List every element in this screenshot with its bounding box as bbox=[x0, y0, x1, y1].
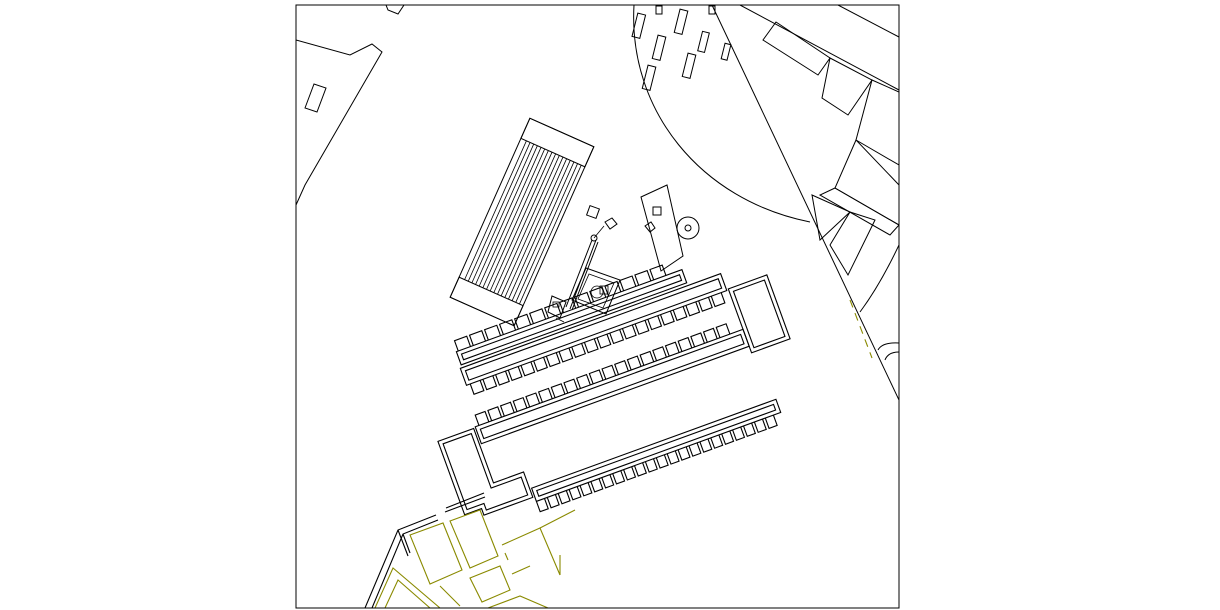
barrack-cell bbox=[512, 396, 528, 412]
barrack-cell bbox=[469, 380, 485, 395]
barrack-cell bbox=[699, 438, 713, 453]
barrack-cell bbox=[590, 478, 604, 493]
barrack-cell bbox=[499, 401, 515, 417]
barrack-cell bbox=[753, 418, 767, 434]
pavilion-building bbox=[640, 184, 684, 272]
barrack-cell bbox=[764, 414, 778, 430]
barrack-cell bbox=[666, 450, 680, 465]
barrack-cell bbox=[550, 383, 566, 398]
barrack-cell bbox=[649, 264, 667, 281]
barrack-cell bbox=[520, 361, 536, 377]
barrack-cell bbox=[583, 338, 599, 354]
barrack-cell bbox=[498, 319, 517, 335]
barrack-cell bbox=[559, 297, 577, 313]
barrack-cell bbox=[634, 320, 650, 335]
barrack-cell bbox=[698, 297, 713, 312]
grandstand-seat-rows bbox=[464, 140, 582, 305]
barrack-cell bbox=[453, 335, 471, 352]
barrack-cell bbox=[715, 323, 731, 338]
barrack-cell bbox=[609, 329, 625, 345]
barrack-cell bbox=[677, 446, 691, 461]
barrack-cell bbox=[690, 332, 706, 348]
barrack-cell bbox=[742, 422, 757, 438]
barrack-cell bbox=[588, 369, 604, 385]
barrack-cell bbox=[626, 355, 642, 371]
barrack-cell bbox=[619, 275, 637, 292]
barrack-cell bbox=[601, 364, 617, 380]
barrack-cell bbox=[633, 462, 648, 477]
parking-stalls bbox=[631, 5, 732, 91]
barrack-cell bbox=[721, 430, 735, 445]
barrack-cell bbox=[604, 280, 622, 297]
barrack-cell bbox=[525, 392, 541, 408]
barrack-cell bbox=[544, 302, 562, 319]
monument-complex bbox=[547, 225, 621, 323]
barrack-cell bbox=[688, 442, 702, 457]
lower-left-paths bbox=[374, 509, 576, 608]
barrack-cell bbox=[575, 373, 591, 389]
barrack-cell bbox=[634, 269, 652, 286]
upper-left-building bbox=[296, 5, 405, 206]
barrack-cell bbox=[579, 482, 593, 497]
barrack-cell bbox=[710, 434, 724, 449]
barrack-cell bbox=[482, 375, 498, 391]
barrack-cell bbox=[535, 498, 549, 513]
barrack-cell bbox=[655, 454, 669, 469]
barrack-cell bbox=[558, 347, 574, 363]
curved-road bbox=[633, 5, 899, 401]
barrack-cell bbox=[652, 346, 667, 361]
barrack-cell bbox=[685, 301, 701, 317]
barrack-cell bbox=[623, 466, 637, 481]
barrack-cell bbox=[487, 406, 503, 421]
barrack-cell bbox=[545, 352, 561, 368]
barrack-cell bbox=[468, 330, 487, 346]
barrack-cell bbox=[483, 324, 502, 341]
barrack-outer-wall bbox=[437, 268, 791, 516]
barrack-cell bbox=[601, 474, 615, 489]
barrack-cell bbox=[647, 315, 663, 331]
barrack-cell bbox=[644, 458, 658, 473]
barrack-cell bbox=[639, 350, 655, 366]
drawing-frame bbox=[295, 4, 900, 609]
barrack-cell bbox=[495, 370, 510, 386]
barrack-cell bbox=[537, 387, 553, 403]
barrack-cell bbox=[568, 486, 582, 501]
barrack-cell bbox=[513, 313, 532, 330]
barrack-cell bbox=[710, 292, 726, 308]
barrack-cell bbox=[563, 378, 579, 394]
lower-left-walls bbox=[364, 492, 486, 608]
barrack-complex bbox=[437, 264, 791, 516]
barrack-cell bbox=[557, 490, 571, 505]
barrack-cell bbox=[677, 336, 693, 352]
barrack-cell bbox=[672, 306, 688, 322]
barrack-cell bbox=[574, 291, 592, 308]
barrack-cell bbox=[732, 426, 746, 441]
right-building-complex bbox=[762, 21, 899, 361]
barrack-cell bbox=[614, 360, 629, 375]
barrack-cell-rows bbox=[453, 264, 778, 513]
grandstand bbox=[449, 117, 595, 327]
barrack-cell bbox=[664, 341, 680, 357]
barrack-cell bbox=[660, 310, 675, 326]
right-dashed-path bbox=[849, 299, 873, 359]
barrack-cell bbox=[528, 308, 547, 324]
barrack-cell bbox=[571, 343, 587, 359]
barrack-cell bbox=[596, 333, 612, 349]
barrack-cell bbox=[546, 494, 560, 509]
barrack-cell bbox=[507, 366, 523, 382]
barrack-cell bbox=[474, 410, 490, 426]
barrack-cell bbox=[702, 327, 718, 343]
barrack-cell bbox=[612, 470, 626, 485]
fountain bbox=[676, 216, 700, 240]
central-structures bbox=[547, 204, 621, 323]
barrack-cell bbox=[621, 324, 637, 340]
barrack-cell bbox=[533, 357, 548, 372]
barrack-cell bbox=[589, 286, 607, 302]
